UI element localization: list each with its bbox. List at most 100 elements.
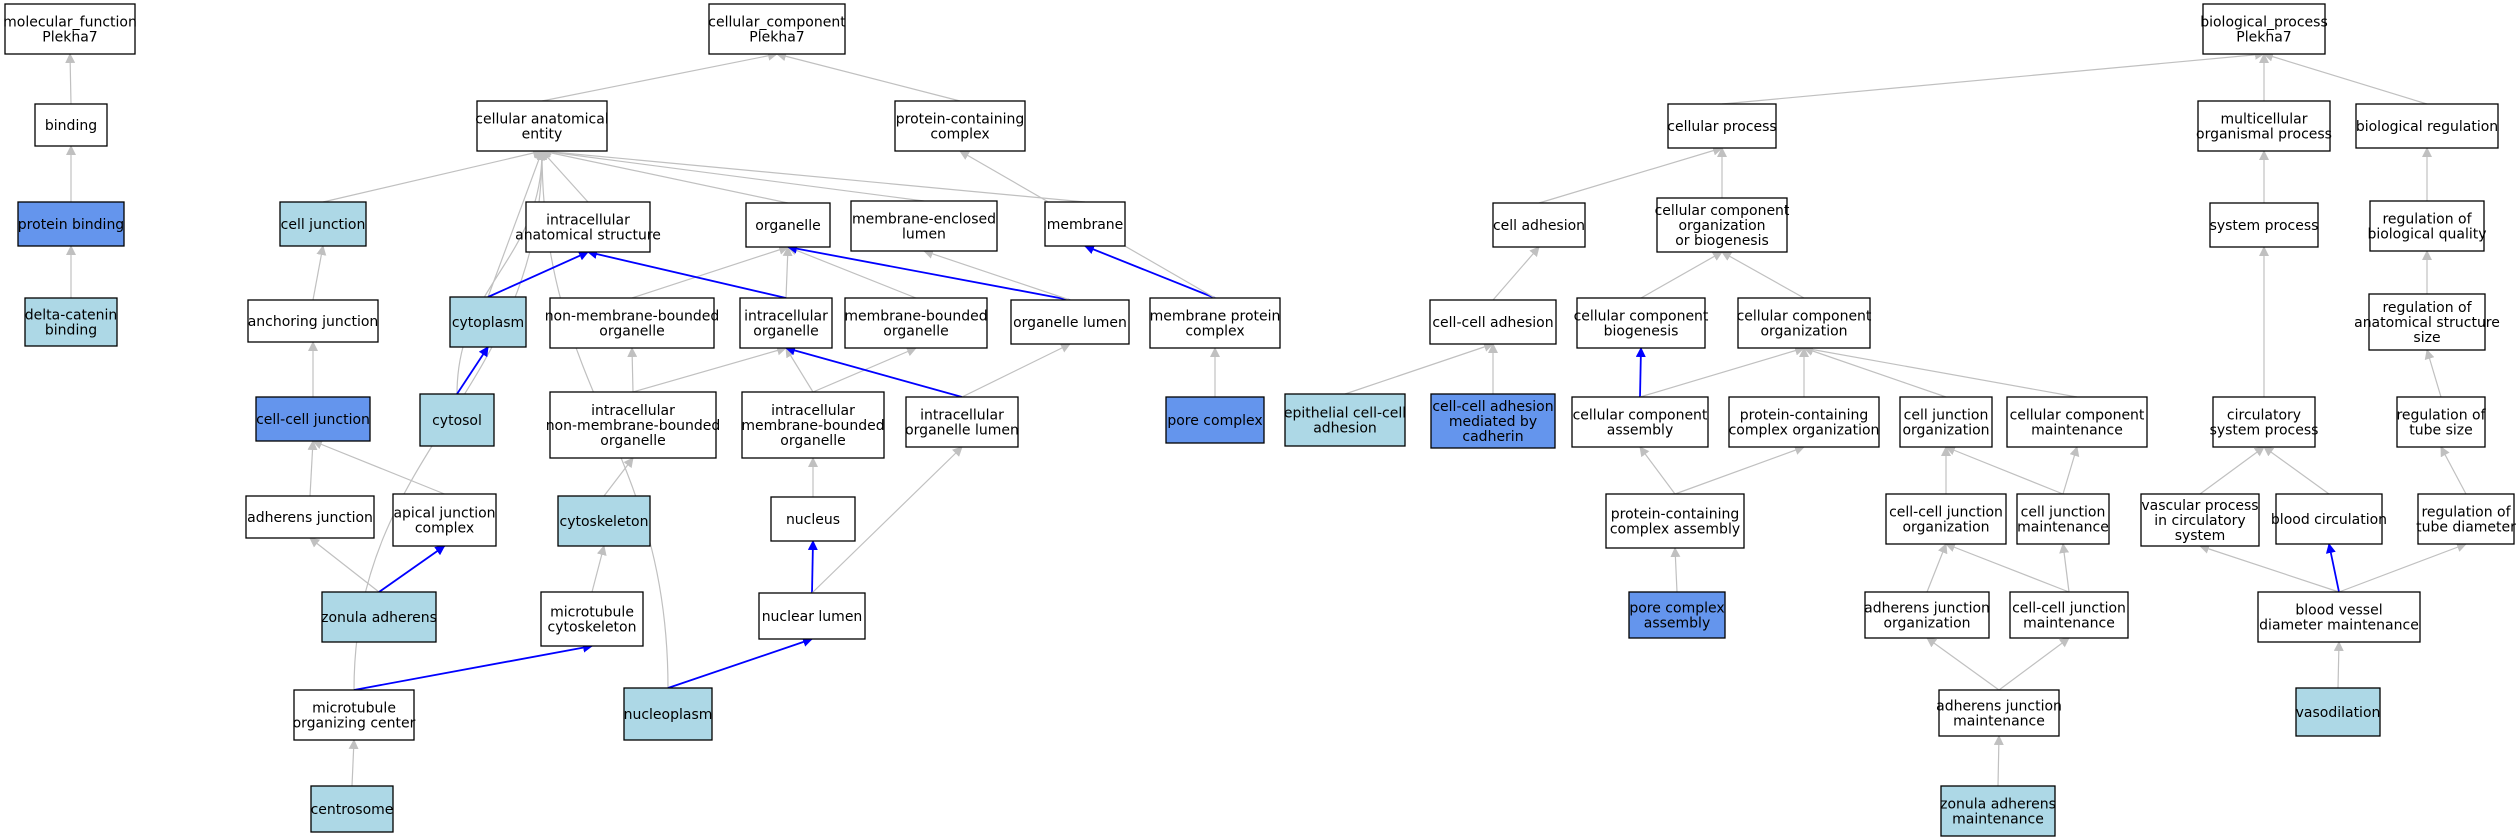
edge-binding-to-mf_root bbox=[65, 53, 76, 105]
node-box bbox=[770, 496, 856, 542]
node-membrane[interactable]: membrane bbox=[1044, 201, 1126, 247]
node-cytosol[interactable]: cytosol bbox=[419, 393, 495, 447]
node-label-line: vascular process bbox=[2141, 498, 2258, 514]
node-label-line: cellular component bbox=[1655, 203, 1790, 219]
node-cytoskeleton[interactable]: cytoskeleton bbox=[557, 495, 651, 547]
node-centrosome[interactable]: centrosome bbox=[310, 785, 394, 833]
edge-mbo-to-organelle bbox=[787, 245, 917, 299]
node-label-line: molecular_function bbox=[3, 15, 137, 31]
node-label-line: system process bbox=[2210, 218, 2319, 234]
node-box bbox=[476, 100, 608, 152]
node-cca[interactable]: cell-cell adhesion bbox=[1429, 299, 1557, 345]
edge-cytoplasm-to-cae bbox=[487, 150, 544, 298]
node-box bbox=[2209, 202, 2319, 248]
node-cell-junction[interactable]: cell junction bbox=[279, 201, 367, 247]
node-vasodilation[interactable]: vasodilation bbox=[2295, 687, 2381, 737]
node-box bbox=[1864, 591, 1990, 639]
node-cytoplasm[interactable]: cytoplasm bbox=[449, 296, 527, 348]
node-label-line: diameter maintenance bbox=[2259, 618, 2419, 634]
node-label-line: regulation of bbox=[2421, 505, 2511, 521]
node-box bbox=[2355, 103, 2499, 149]
node-nuclear-lumen[interactable]: nuclear lumen bbox=[758, 592, 866, 640]
edge-cj_maint-to-cj_org bbox=[1945, 445, 2064, 495]
node-nucleus[interactable]: nucleus bbox=[770, 496, 856, 542]
node-box bbox=[245, 495, 375, 539]
node-organelle[interactable]: organelle bbox=[745, 202, 831, 248]
node-zonula-adherens[interactable]: zonula adherens bbox=[321, 591, 437, 643]
node-label-line: organelle bbox=[599, 324, 664, 340]
node-nucleoplasm[interactable]: nucleoplasm bbox=[623, 687, 713, 741]
node-protein-binding[interactable]: protein binding bbox=[17, 201, 125, 247]
node-organelle-lumen[interactable]: organelle lumen bbox=[1010, 299, 1130, 345]
node-cell-adhesion[interactable]: cell adhesion bbox=[1492, 202, 1586, 248]
node-anchoring-junction[interactable]: anchoring junction bbox=[247, 299, 379, 343]
node-system-process[interactable]: system process bbox=[2209, 202, 2319, 248]
node-inmbo[interactable]: intracellularnon-membrane-boundedorganel… bbox=[546, 391, 721, 459]
node-binding[interactable]: binding bbox=[34, 103, 108, 147]
node-bio-reg[interactable]: biological regulation bbox=[2355, 103, 2499, 149]
node-cellular-process[interactable]: cellular process bbox=[1667, 103, 1777, 149]
node-cell-cell-junction[interactable]: cell-cell junction bbox=[255, 396, 371, 442]
edge-cell_adhesion-to-cellular_process bbox=[1538, 145, 1723, 204]
node-blood-circ[interactable]: blood circulation bbox=[2271, 493, 2387, 545]
node-box bbox=[708, 3, 846, 55]
node-box bbox=[1656, 197, 1788, 253]
node-label-line: cell-cell junction bbox=[256, 412, 370, 428]
node-label-line: apical junction bbox=[393, 506, 495, 522]
edge-imbo-to-io bbox=[785, 347, 814, 393]
node-box bbox=[1576, 297, 1706, 349]
node-label-line: maintenance bbox=[2023, 616, 2115, 632]
edge-inmbo-to-io bbox=[632, 345, 787, 393]
node-label-line: non-membrane-bounded bbox=[546, 418, 721, 434]
node-box bbox=[905, 396, 1019, 448]
node-pore-complex[interactable]: pore complex bbox=[1165, 396, 1265, 444]
node-label-line: Plekha7 bbox=[749, 30, 804, 46]
node-box bbox=[2016, 493, 2110, 545]
edge-aj_org-to-ccj_org bbox=[1926, 543, 1948, 593]
node-adherens-junction[interactable]: adherens junction bbox=[245, 495, 375, 539]
